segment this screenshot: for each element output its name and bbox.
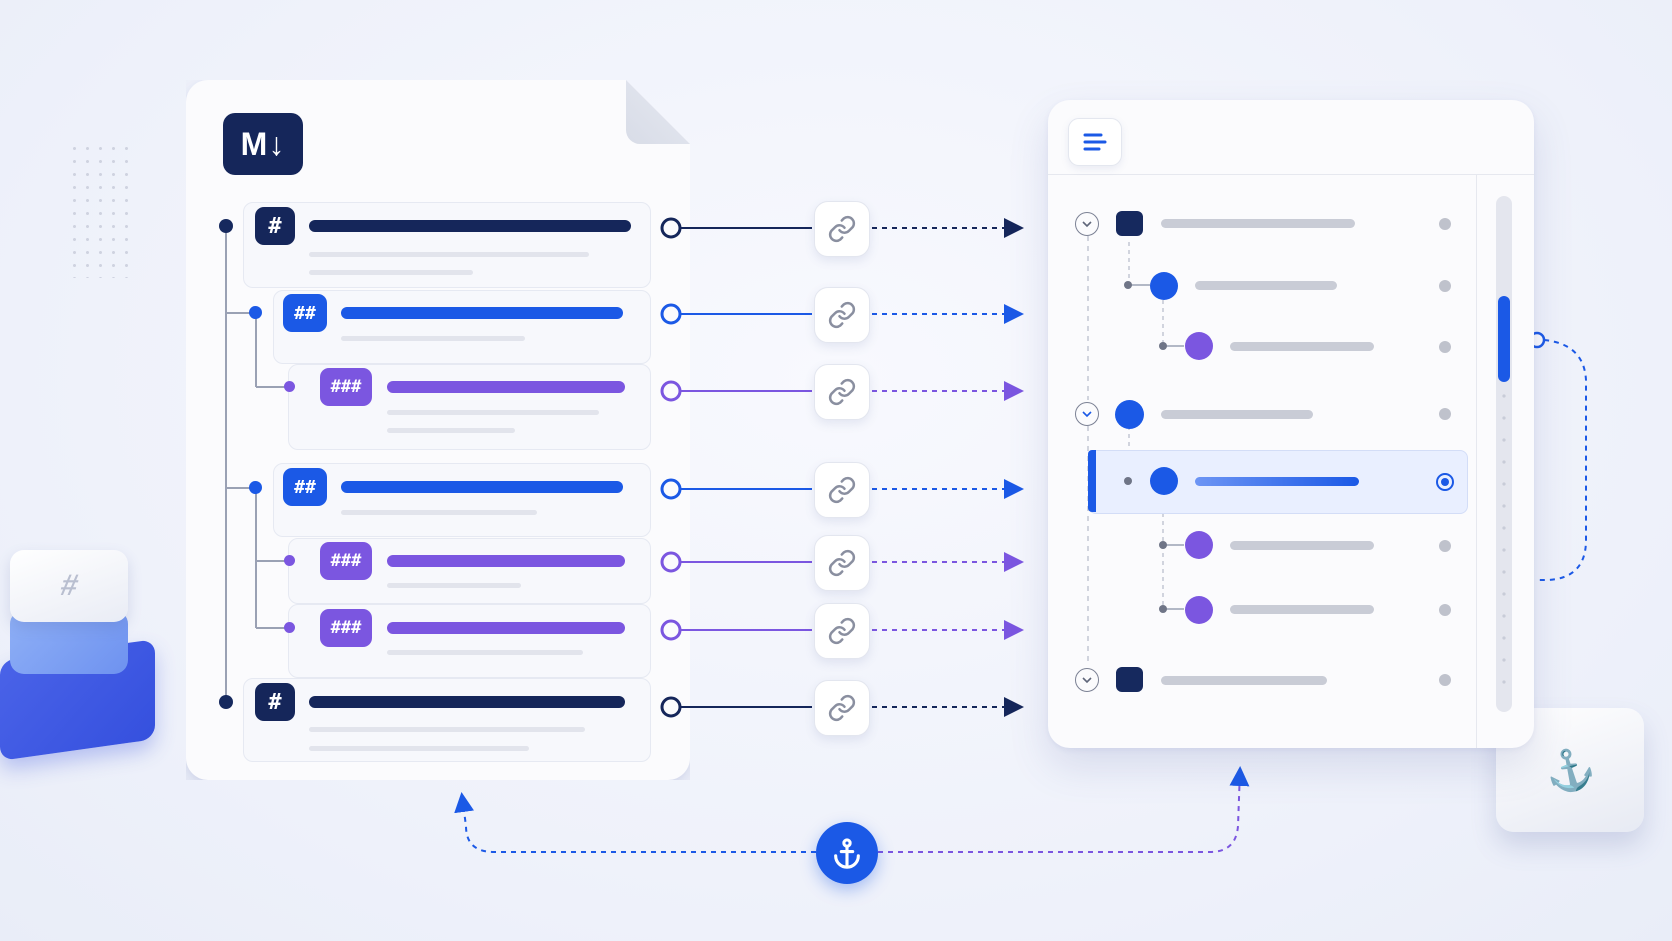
outline-item-label <box>1161 219 1355 228</box>
link-button[interactable] <box>814 364 870 420</box>
h1-badge: # <box>255 683 295 721</box>
selected-indicator <box>1088 450 1096 512</box>
outline-item-label <box>1195 281 1337 290</box>
chevron-down-icon[interactable] <box>1075 402 1099 426</box>
outline-item-dot <box>1439 341 1451 353</box>
tree-node <box>219 219 233 233</box>
tree-node <box>284 381 295 392</box>
selected-radio-icon <box>1436 473 1454 491</box>
outline-node-h3[interactable] <box>1185 332 1213 360</box>
h2-badge: ## <box>283 294 327 332</box>
outline-node-h3[interactable] <box>1185 596 1213 624</box>
outline-item-label <box>1161 676 1327 685</box>
h2-title-bar <box>341 307 623 319</box>
text-line <box>387 650 583 655</box>
outline-item-dot <box>1439 540 1451 552</box>
h3-badge: ### <box>320 609 372 647</box>
link-icon <box>828 476 856 504</box>
heading-row-h2[interactable] <box>273 290 651 364</box>
link-button[interactable] <box>814 535 870 591</box>
text-line <box>341 336 525 341</box>
text-line <box>387 583 521 588</box>
stacked-cubes-decoration: # <box>0 540 160 761</box>
outline-item-dot <box>1439 604 1451 616</box>
outline-item-dot <box>1439 218 1451 230</box>
chevron-down-icon[interactable] <box>1075 212 1099 236</box>
text-line <box>387 428 515 433</box>
h3-title-bar <box>387 381 625 393</box>
anchor-button[interactable] <box>816 822 878 884</box>
dot-grid-decoration <box>68 142 130 278</box>
link-button[interactable] <box>814 287 870 343</box>
outline-menu-button[interactable] <box>1068 118 1122 166</box>
link-icon <box>828 301 856 329</box>
h2-badge: ## <box>283 468 327 506</box>
outline-node-h2[interactable] <box>1150 467 1178 495</box>
outline-item-label <box>1195 477 1359 486</box>
heading-row-h2[interactable] <box>273 463 651 537</box>
chevron-down-icon[interactable] <box>1075 668 1099 692</box>
link-icon <box>828 215 856 243</box>
anchor-icon <box>834 838 860 869</box>
link-icon <box>828 617 856 645</box>
h1-title-bar <box>309 696 625 708</box>
text-line <box>341 510 537 515</box>
scrollbar-thumb[interactable] <box>1498 296 1510 382</box>
link-icon <box>828 694 856 722</box>
tree-node <box>1159 342 1167 350</box>
h3-badge: ### <box>320 368 372 406</box>
h1-badge: # <box>255 207 295 245</box>
link-button[interactable] <box>814 462 870 518</box>
h3-title-bar <box>387 555 625 567</box>
outline-item-label <box>1230 541 1374 550</box>
text-line <box>309 727 585 732</box>
link-button[interactable] <box>814 680 870 736</box>
panel-header-divider <box>1048 174 1534 175</box>
text-line <box>309 746 529 751</box>
link-icon <box>828 549 856 577</box>
tree-node <box>1124 281 1132 289</box>
h1-title-bar <box>309 220 631 232</box>
tree-node <box>284 555 295 566</box>
outline-node-h3[interactable] <box>1185 531 1213 559</box>
scrollbar-divider <box>1476 175 1477 748</box>
tree-node <box>1159 605 1167 613</box>
link-icon <box>828 378 856 406</box>
text-line <box>387 410 599 415</box>
tree-node <box>249 306 262 319</box>
outline-node-h1[interactable] <box>1116 667 1143 692</box>
outline-node-h1[interactable] <box>1116 211 1143 236</box>
outline-item-label <box>1161 410 1313 419</box>
tree-node <box>1124 477 1132 485</box>
text-line <box>309 252 589 257</box>
outline-node-h2[interactable] <box>1115 400 1144 429</box>
outline-item-label <box>1230 605 1374 614</box>
h2-title-bar <box>341 481 623 493</box>
tree-node <box>1159 541 1167 549</box>
tree-node <box>219 695 233 709</box>
tree-node <box>249 481 262 494</box>
link-button[interactable] <box>814 603 870 659</box>
outline-node-h2[interactable] <box>1150 272 1178 300</box>
outline-item-label <box>1230 342 1374 351</box>
h3-badge: ### <box>320 542 372 580</box>
tree-node <box>284 622 295 633</box>
markdown-logo: M↓ <box>223 113 303 175</box>
text-line <box>309 270 473 275</box>
outline-item-dot <box>1439 408 1451 420</box>
h3-title-bar <box>387 622 625 634</box>
menu-lines-icon <box>1083 133 1107 151</box>
outline-item-dot <box>1439 280 1451 292</box>
outline-item-dot <box>1439 674 1451 686</box>
link-button[interactable] <box>814 201 870 257</box>
